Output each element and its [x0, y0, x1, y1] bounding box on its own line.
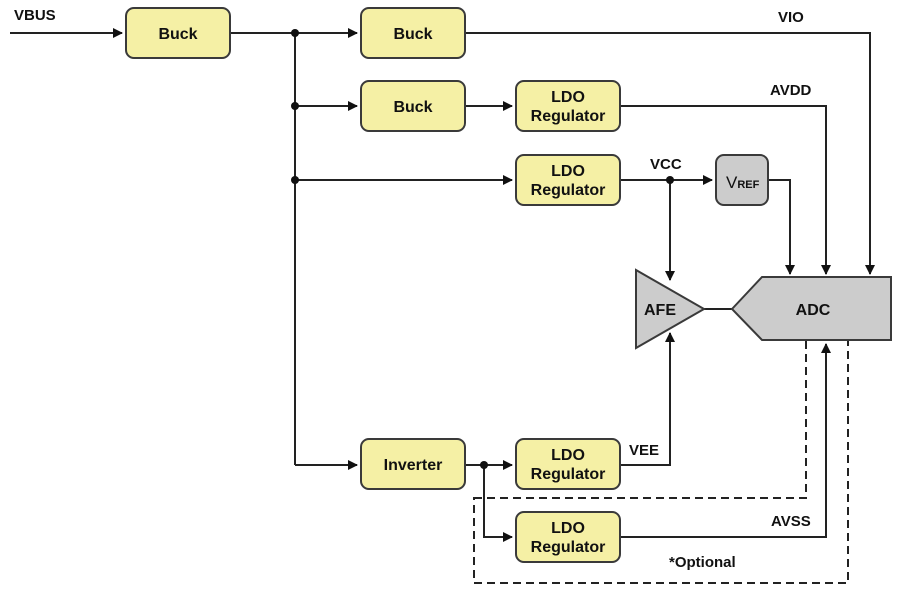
block-label: Buck: [393, 99, 432, 116]
wire-avss: [620, 343, 831, 538]
junction-dot: [291, 29, 299, 37]
vref-subscript: REF: [737, 179, 759, 191]
label-vcc: VCC: [650, 156, 682, 173]
block-afe[interactable]: AFE: [635, 268, 707, 350]
block-label: AFE: [644, 302, 676, 319]
block-label: Buck: [158, 26, 197, 43]
block-label: LDO: [551, 163, 585, 180]
junction-dot: [291, 102, 299, 110]
label-avdd: AVDD: [770, 82, 812, 99]
wire-vio: [465, 32, 875, 275]
junctions: [291, 29, 674, 469]
svg-text:VREF: VREF: [726, 173, 760, 192]
block-ldo-avss[interactable]: LDO Regulator: [515, 511, 621, 563]
junction-dot: [291, 176, 299, 184]
vref-main: V: [726, 173, 738, 192]
block-inverter[interactable]: Inverter: [360, 438, 466, 490]
block-ldo-vcc[interactable]: LDO Regulator: [515, 154, 621, 206]
block-ldo-avdd[interactable]: LDO Regulator: [515, 80, 621, 132]
block-label: Regulator: [531, 539, 606, 556]
block-buck-avdd[interactable]: Buck: [360, 80, 466, 132]
block-ldo-vee[interactable]: LDO Regulator: [515, 438, 621, 490]
junction-dot: [480, 461, 488, 469]
block-label: Inverter: [384, 457, 443, 474]
block-label: Regulator: [531, 182, 606, 199]
label-vio: VIO: [778, 9, 804, 26]
wire-avdd: [620, 105, 831, 275]
block-label: ADC: [796, 302, 831, 319]
block-label: Regulator: [531, 108, 606, 125]
block-vref[interactable]: VREF: [715, 154, 769, 206]
block-label: LDO: [551, 89, 585, 106]
label-avss: AVSS: [771, 513, 811, 530]
label-optional: *Optional: [669, 554, 736, 571]
block-label: Regulator: [531, 466, 606, 483]
block-label: LDO: [551, 520, 585, 537]
wire-to-ldo-avss: [483, 465, 513, 542]
block-label: LDO: [551, 447, 585, 464]
block-adc[interactable]: ADC: [730, 276, 892, 341]
junction-dot: [666, 176, 674, 184]
wire-vee-to-afe: [620, 332, 675, 466]
block-buck-main[interactable]: Buck: [125, 7, 231, 59]
block-buck-vio[interactable]: Buck: [360, 7, 466, 59]
label-vbus: VBUS: [14, 7, 56, 24]
block-label: Buck: [393, 26, 432, 43]
label-vee: VEE: [629, 442, 659, 459]
wire-vref-to-adc: [768, 179, 795, 275]
